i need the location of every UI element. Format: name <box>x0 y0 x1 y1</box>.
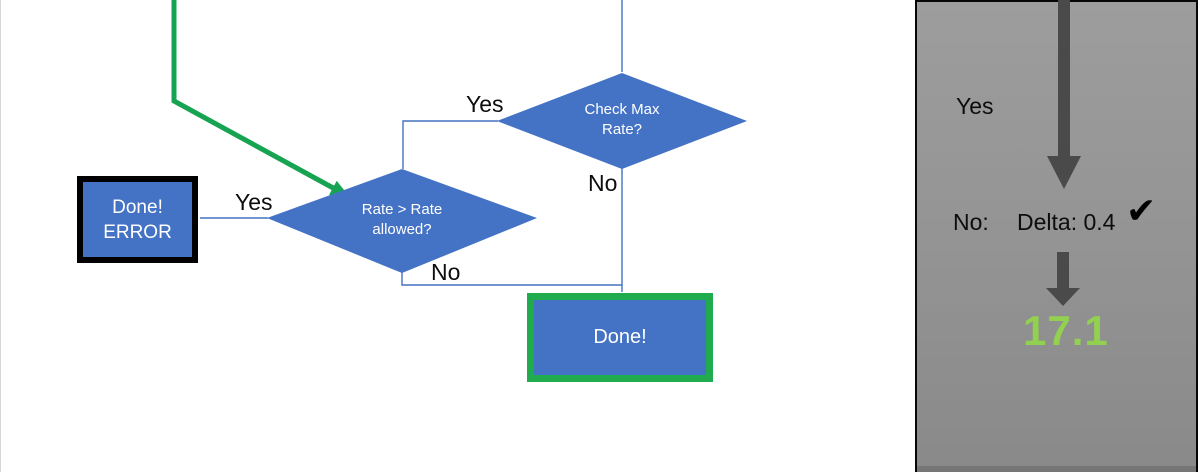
done-error-line2: ERROR <box>103 221 172 243</box>
branch-label-no-rate-allowed: No <box>431 259 461 285</box>
decision-label-check-max-rate: Check Max Rate? <box>584 101 660 138</box>
decision-diamond-rate-allowed <box>267 169 537 273</box>
branch-label-no-checkmax: No <box>588 170 618 196</box>
panel-bottom-shadow <box>917 466 1196 472</box>
done-box-label: Done! <box>593 326 647 348</box>
connector-rate-no <box>401 272 622 286</box>
panel-result-value: 17.1 <box>1023 307 1109 354</box>
branch-label-yes-checkmax: Yes <box>466 91 504 117</box>
decision-label-rate-allowed: Rate > Rate allowed? <box>361 201 443 238</box>
arrow-down-icon <box>1046 252 1080 306</box>
panel-no-label: No: <box>953 209 989 235</box>
decision-diamond-check-max-rate <box>497 73 747 169</box>
green-flow-arrow <box>171 0 350 198</box>
panel-delta-value: Delta: 0.4 <box>1017 209 1116 235</box>
slide-edge-line <box>0 0 1 472</box>
checkmark-icon: ✔ <box>1126 190 1157 231</box>
done-box: Done! <box>527 293 713 382</box>
connector-checkmax-yes <box>402 120 498 169</box>
results-panel <box>915 0 1198 472</box>
done-error-box: Done! ERROR <box>77 176 198 263</box>
arrow-down-icon <box>1047 0 1081 189</box>
panel-yes-label: Yes <box>956 93 994 119</box>
done-error-line1: Done! <box>112 196 163 218</box>
branch-label-yes-rate-allowed: Yes <box>235 189 273 215</box>
blue-connector-lines <box>200 0 623 292</box>
